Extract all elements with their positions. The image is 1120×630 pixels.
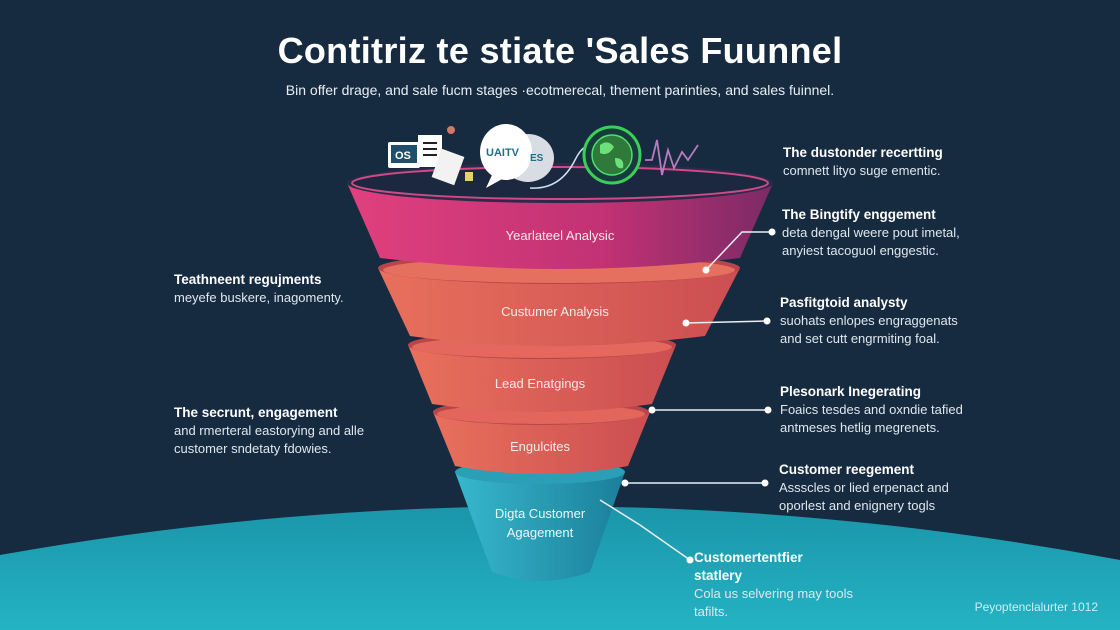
document-icon xyxy=(418,126,473,186)
right-note-3: Pasfitgtoid analysty suohats enlopes eng… xyxy=(780,294,970,348)
funnel-stage-4-label: Engulcites xyxy=(510,439,570,454)
funnel-stage-3-label: Lead Enatgings xyxy=(494,376,586,391)
page-title: Contitriz te stiate 'Sales Fuunnel xyxy=(277,30,843,71)
right-note-4: Plesonark Inegerating Foaics tesdes and … xyxy=(780,383,970,437)
bubble-label-2: ES xyxy=(530,153,544,164)
note-title: Pasfitgtoid analysty xyxy=(780,295,908,310)
connector-dots xyxy=(621,228,776,564)
note-body: meyefe buskere, inagomenty. xyxy=(174,290,344,305)
note-title: Customertentfier statlery xyxy=(694,550,803,583)
connector-lines xyxy=(599,231,772,561)
left-note-1: Teathneent regujments meyefe buskere, in… xyxy=(174,271,374,307)
note-body: and rmerteral eastorying and alle custom… xyxy=(174,423,365,456)
computer-icon: OS xyxy=(388,142,420,168)
computer-icon-label: OS xyxy=(395,150,411,162)
speech-bubble-icon: UAITV ES xyxy=(480,124,554,188)
globe-icon xyxy=(582,125,642,185)
funnel-stage-1-shape xyxy=(347,163,773,269)
note-title: Teathneent regujments xyxy=(174,272,322,287)
note-title: Customer reegement xyxy=(779,462,915,477)
right-note-2: The Bingtify enggement deta dengal weere… xyxy=(782,206,982,260)
left-note-2: The secrunt, engagement and rmerteral ea… xyxy=(174,404,374,458)
note-body: comnett lityo suge ementic. xyxy=(783,163,941,178)
bubble-label: UAITV xyxy=(486,147,520,159)
note-body: Cola us selvering may tools tafilts. xyxy=(694,586,853,619)
right-note-5: Customer reegement Assscles or lied erpe… xyxy=(779,461,969,515)
note-title: The dustonder recertting xyxy=(783,145,943,160)
note-title: Plesonark Inegerating xyxy=(780,384,922,399)
funnel-stage-1-label: Yearlateel Analysic xyxy=(505,228,615,243)
note-title: The secrunt, engagement xyxy=(174,405,338,420)
trend-line-icon xyxy=(645,139,699,176)
page-subtitle: Bin offer drage, and sale fucm stages ·e… xyxy=(285,82,835,98)
note-body: Assscles or lied erpenact and oporlest a… xyxy=(779,480,949,513)
note-title: The Bingtify enggement xyxy=(782,207,936,222)
note-body: suohats enlopes engraggenats and set cut… xyxy=(780,313,958,346)
funnel-stage-2-label: Custumer Analysis xyxy=(501,304,609,319)
right-note-1: The dustonder recertting comnett lityo s… xyxy=(783,144,973,180)
right-note-6: Customertentfier statlery Cola us selver… xyxy=(694,549,854,621)
note-body: deta dengal weere pout imetal, anyiest t… xyxy=(782,225,960,258)
footer-credit: Peyoptenclalurter 1012 xyxy=(974,600,1098,614)
funnel-stage-5-label: Digta Customer Agagement xyxy=(494,506,586,540)
note-body: Foaics tesdes and oxndie tafied antmeses… xyxy=(780,402,963,435)
